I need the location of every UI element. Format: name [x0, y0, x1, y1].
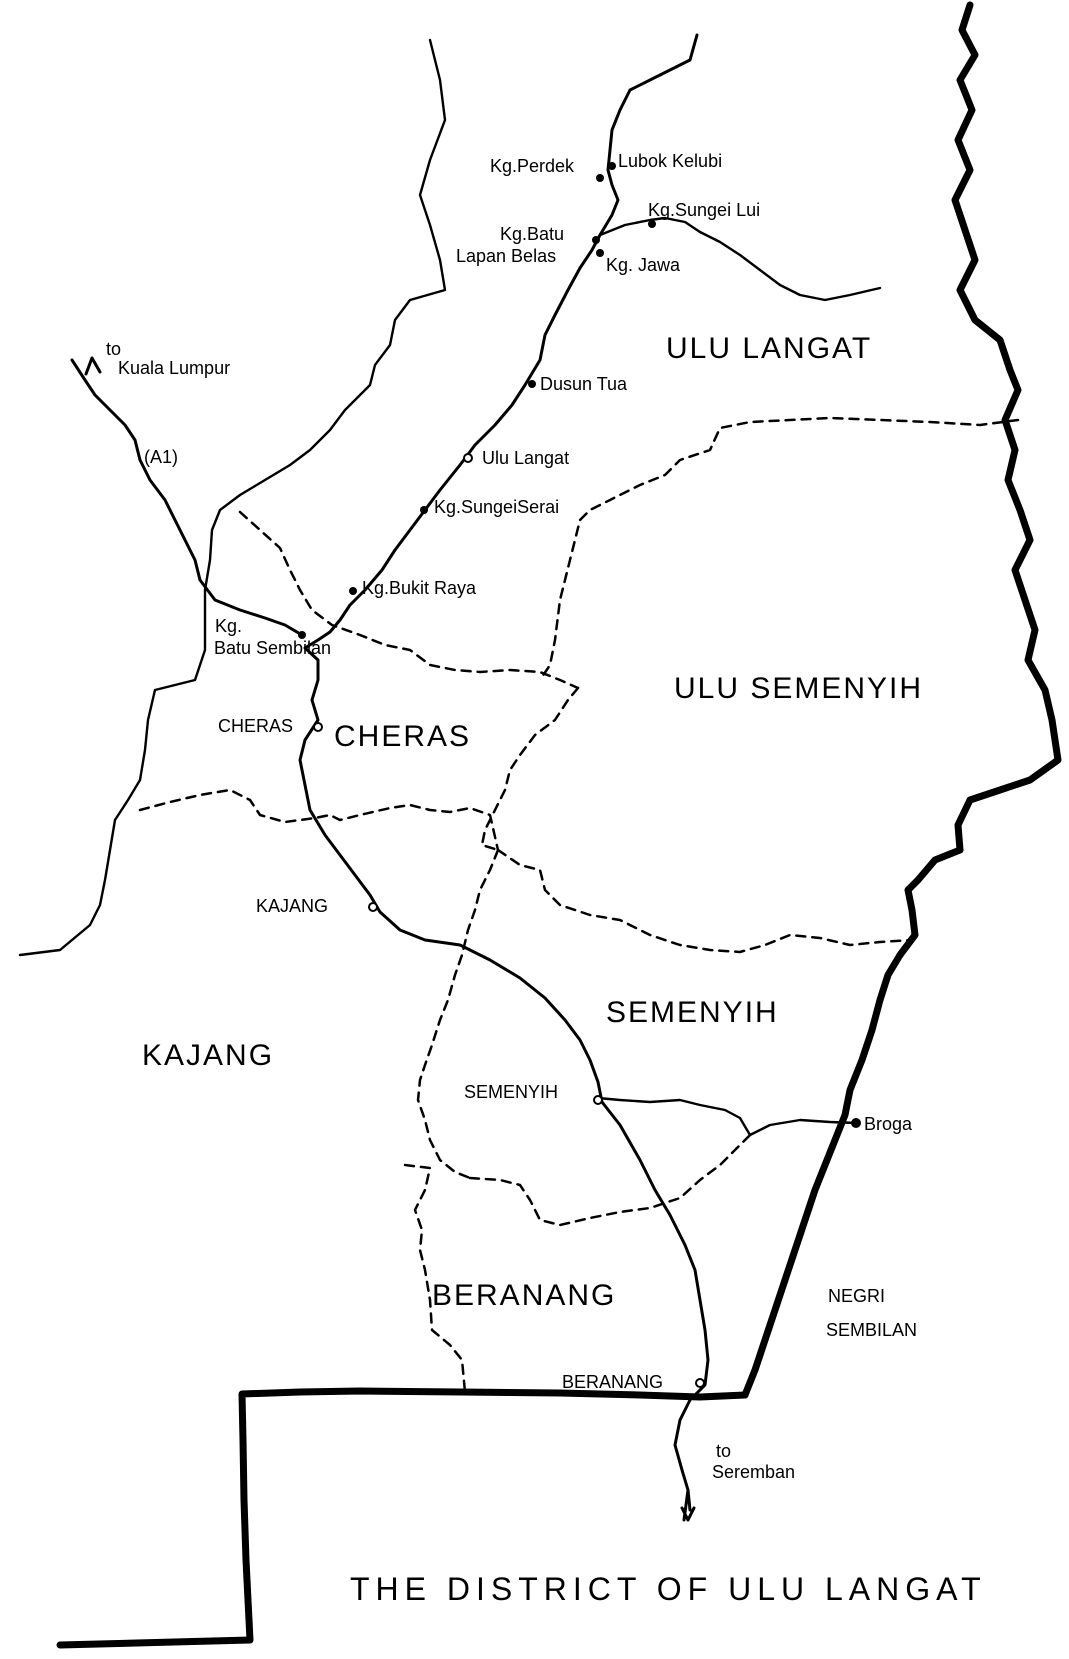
label-lubok-kelubi: Lubok Kelubi: [618, 151, 722, 171]
label-to-kl-line2: Kuala Lumpur: [118, 358, 230, 378]
label-kg-bukit-raya: Kg.Bukit Raya: [362, 578, 477, 598]
boundary-cheras-kajang: [138, 788, 500, 852]
label-to-seremban-line1: to: [716, 1441, 731, 1461]
kl-arrow: [84, 356, 102, 376]
road-a1: [70, 358, 304, 637]
dot-broga: [851, 1118, 861, 1128]
label-dusun-tua: Dusun Tua: [540, 374, 628, 394]
dot-kg-batu-lapan-belas: [592, 236, 600, 244]
dot-kg-batu-sembilan: [298, 631, 306, 639]
dot-semenyih: [593, 1095, 603, 1105]
dot-kg-sungei-serai: [420, 506, 428, 514]
boundary-kajang-semenyih: [416, 848, 500, 1180]
label-kg-batu-sembilan-line2: Batu Sembilan: [214, 638, 331, 658]
label-to-seremban-line2: Seremban: [712, 1462, 795, 1482]
label-subdistrict-ulu-semenyih: ULU SEMENYIH: [674, 672, 923, 705]
river-sungei-lui: [598, 216, 882, 302]
label-town-kajang: KAJANG: [256, 896, 328, 916]
label-negri-line2: SEMBILAN: [826, 1320, 917, 1340]
label-kg-batu-line2: Lapan Belas: [456, 246, 556, 266]
boundary-beranang-west: [403, 1163, 467, 1394]
label-kg-sungei-lui: Kg.Sungei Lui: [648, 200, 760, 220]
label-town-semenyih: SEMENYIH: [464, 1082, 558, 1102]
label-kg-sungei-serai: Kg.SungeiSerai: [434, 497, 559, 517]
label-subdistrict-semenyih: SEMENYIH: [606, 996, 779, 1029]
label-to-kl-line1: to: [106, 339, 121, 359]
label-subdistrict-kajang: KAJANG: [142, 1039, 274, 1072]
dot-cheras: [313, 722, 323, 732]
label-route-a1: (A1): [144, 447, 178, 467]
label-ulu-langat-village: Ulu Langat: [482, 448, 569, 468]
seremban-arrow: [680, 1488, 696, 1522]
label-subdistrict-beranang: BERANANG: [432, 1279, 616, 1312]
dot-lubok-kelubi: [608, 162, 616, 170]
label-subdistrict-cheras: CHERAS: [334, 720, 471, 753]
label-kg-jawa: Kg. Jawa: [606, 255, 681, 275]
main-road: [298, 33, 710, 1492]
dot-kg-jawa: [596, 249, 604, 257]
map-title: THE DISTRICT OF ULU LANGAT: [350, 1571, 987, 1607]
dot-kg-bukit-raya: [349, 587, 357, 595]
dot-ulu-langat: [463, 453, 473, 463]
label-kg-perdek: Kg.Perdek: [490, 156, 575, 176]
label-subdistrict-ulu-langat: ULU LANGAT: [666, 332, 872, 365]
dot-kg-perdek: [596, 174, 604, 182]
road-broga: [596, 1096, 858, 1137]
state-boundary-east: [741, 1, 1062, 1399]
dot-kajang: [368, 902, 378, 912]
label-broga: Broga: [864, 1114, 913, 1134]
label-town-cheras: CHERAS: [218, 716, 293, 736]
river-west: [18, 38, 447, 957]
dot-kg-sungei-lui: [648, 220, 656, 228]
boundary-semenyih-north: [496, 848, 914, 954]
label-kg-batu-line1: Kg.Batu: [500, 224, 564, 244]
boundary-ulu-langat-south: [538, 416, 1020, 682]
boundary-beranang-north: [468, 1133, 752, 1227]
boundary-cheras-north: [238, 510, 580, 690]
boundary-cheras-ulu-semenyih: [480, 686, 580, 852]
dot-beranang: [695, 1378, 705, 1388]
label-town-beranang: BERANANG: [562, 1372, 663, 1392]
dot-dusun-tua: [528, 380, 536, 388]
label-kg-batu-sembilan-line1: Kg.: [215, 616, 242, 636]
state-boundary-south: [56, 1387, 749, 1649]
label-negri-line1: NEGRI: [828, 1286, 885, 1306]
